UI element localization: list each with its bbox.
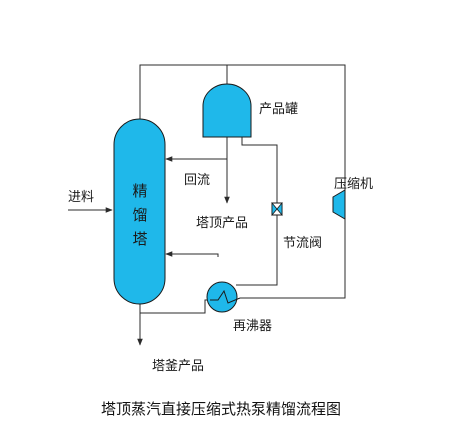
throttle-valve-label: 节流阀 — [283, 236, 322, 251]
vapour-line-to-compressor — [139, 64, 346, 195]
pipelines — [68, 64, 346, 346]
column-bottom-to-reboiler-line — [139, 299, 210, 314]
diagram-caption: 塔顶蒸汽直接压缩式热泵精馏流程图 — [101, 400, 341, 418]
top-product-label: 塔顶产品 — [196, 216, 248, 231]
product-tank — [202, 83, 252, 138]
distillation-column — [113, 118, 166, 305]
reboiler — [206, 281, 241, 313]
reboiler-to-valve-line — [236, 215, 278, 286]
column-label-char-2: 馏 — [132, 206, 147, 224]
reboiler-return-line — [165, 251, 219, 257]
compressor — [332, 189, 346, 220]
compressed-vapour-line — [240, 213, 346, 299]
tank-to-valve-line — [241, 137, 278, 203]
column-label-char-3: 塔 — [132, 230, 147, 248]
reflux-label: 回流 — [184, 173, 210, 188]
throttle-valve — [271, 201, 283, 217]
compressor-label: 压缩机 — [334, 176, 373, 192]
product-tank-label: 产品罐 — [259, 102, 298, 117]
bottom-product-label: 塔釜产品 — [152, 359, 204, 374]
reboiler-label: 再沸器 — [233, 319, 272, 334]
feed-label: 进料 — [68, 190, 94, 205]
column-label-char-1: 精 — [132, 182, 147, 200]
